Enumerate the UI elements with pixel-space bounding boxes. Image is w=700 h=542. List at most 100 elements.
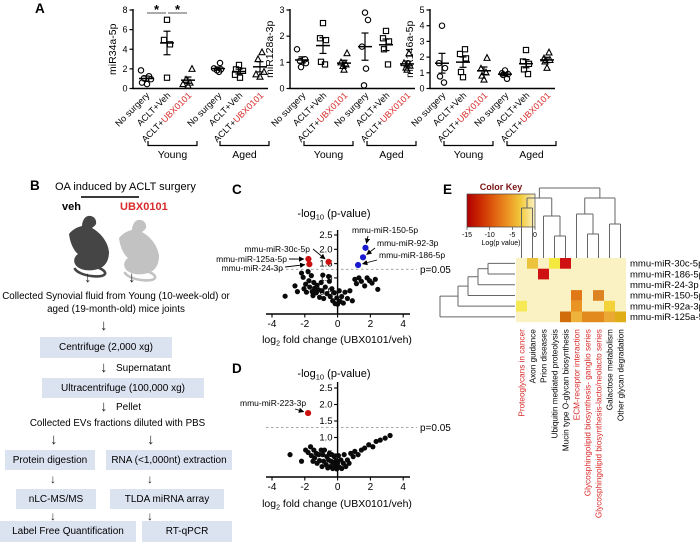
svg-text:Ubiquitin mediated proteolysis: Ubiquitin mediated proteolysis xyxy=(551,329,560,438)
down-arrow-icon: ↓ xyxy=(84,269,92,286)
svg-text:2.5: 2.5 xyxy=(319,230,332,241)
svg-text:Aged: Aged xyxy=(232,149,257,161)
down-arrow-icon: ↓ xyxy=(50,431,58,448)
svg-text:0: 0 xyxy=(533,232,537,239)
veh-label: veh xyxy=(62,201,81,213)
svg-text:mmu-miR-30c-5p: mmu-miR-30c-5p xyxy=(244,244,310,254)
rt-qpcr-step: RT-qPCR xyxy=(142,521,232,542)
svg-text:4: 4 xyxy=(122,44,127,54)
svg-text:-4: -4 xyxy=(268,482,277,493)
down-arrow-icon: ↓ xyxy=(100,359,108,376)
svg-text:4: 4 xyxy=(400,482,406,493)
svg-text:mmu-miR-186-5p: mmu-miR-186-5p xyxy=(630,269,700,280)
flowchart-title: OA induced by ACLT surgery xyxy=(55,181,196,193)
evs-fractions-text: Collected EVs fractions diluted with PBS xyxy=(29,418,206,429)
protein-digestion-step: Protein digestion xyxy=(5,450,95,470)
down-arrow-icon: ↓ xyxy=(100,317,108,334)
pellet-label: Pellet xyxy=(116,402,142,413)
svg-text:Proteoglycans in cancer: Proteoglycans in cancer xyxy=(518,329,527,417)
svg-text:Mucin type O-glycan biosynthes: Mucin type O-glycan biosynthesis xyxy=(562,329,571,451)
svg-text:2.0: 2.0 xyxy=(319,244,332,255)
tlda-mirna-array-step: TLDA miRNA array xyxy=(110,489,224,509)
svg-text:-5: -5 xyxy=(509,232,515,239)
svg-text:Young: Young xyxy=(158,149,188,161)
title-underline xyxy=(81,196,139,198)
down-arrow-icon: ↓ xyxy=(100,398,108,415)
panel-label-b: B xyxy=(30,178,40,193)
svg-text:mmu-miR-223-3p: mmu-miR-223-3p xyxy=(240,398,306,408)
svg-text:0: 0 xyxy=(122,84,127,94)
svg-text:mmu-miR-30c-5p: mmu-miR-30c-5p xyxy=(630,259,700,270)
svg-text:miR34a-5p: miR34a-5p xyxy=(107,23,119,75)
supernatant-label: Supernatant xyxy=(116,363,171,374)
panel-c-volcano-plot: -log10 (p-value)p=0.050.51.01.52.02.5-4-… xyxy=(216,208,451,348)
svg-text:p=0.05: p=0.05 xyxy=(420,265,451,276)
svg-text:Galactose metabolism: Galactose metabolism xyxy=(606,329,615,410)
down-arrow-icon: ↓ xyxy=(147,509,153,523)
svg-text:Other glycan degradation: Other glycan degradation xyxy=(617,329,626,421)
svg-text:8: 8 xyxy=(122,5,127,15)
ubx0101-mouse-icon xyxy=(119,219,159,282)
svg-text:mmu-miR-150-5p: mmu-miR-150-5p xyxy=(630,291,700,302)
svg-text:mmu-miR-125a-5p: mmu-miR-125a-5p xyxy=(216,254,287,264)
svg-text:0: 0 xyxy=(419,84,424,94)
ultracentrifuge-step: Ultracentrifuge (100,000 xg) xyxy=(42,378,204,398)
panel-label-a: A xyxy=(35,1,45,16)
svg-text:mmu-miR-92a-3p: mmu-miR-92a-3p xyxy=(630,301,700,312)
svg-text:mmu-miR-125a-5p: mmu-miR-125a-5p xyxy=(630,312,700,323)
svg-text:2.0: 2.0 xyxy=(319,400,332,411)
ubx0101-label: UBX0101 xyxy=(120,201,168,213)
svg-text:5: 5 xyxy=(419,5,424,15)
svg-text:1.5: 1.5 xyxy=(319,416,332,427)
rna-extraction-step: RNA (<1,000nt) extraction xyxy=(106,450,232,470)
svg-text:mmu-miR-186-5p: mmu-miR-186-5p xyxy=(379,250,445,260)
svg-text:-2: -2 xyxy=(300,482,309,493)
svg-text:3: 3 xyxy=(279,5,284,15)
svg-text:Young: Young xyxy=(314,149,344,161)
nlc-msms-step: nLC-MS/MS xyxy=(16,489,96,509)
panel-label-e: E xyxy=(443,182,453,197)
svg-text:Young: Young xyxy=(454,149,484,161)
svg-text:4: 4 xyxy=(419,21,424,31)
svg-text:Aged: Aged xyxy=(519,149,544,161)
down-arrow-icon: ↓ xyxy=(50,509,56,523)
svg-text:2: 2 xyxy=(368,319,374,330)
down-arrow-icon: ↓ xyxy=(147,472,153,486)
svg-text:2.5: 2.5 xyxy=(319,383,332,394)
svg-text:Axon guidance: Axon guidance xyxy=(529,329,538,384)
svg-text:0: 0 xyxy=(335,482,341,493)
svg-text:*: * xyxy=(175,2,181,17)
svg-text:Aged: Aged xyxy=(379,149,404,161)
svg-text:log2 fold change (UBX0101/veh): log2 fold change (UBX0101/veh) xyxy=(262,334,412,348)
svg-text:2: 2 xyxy=(419,52,424,62)
svg-text:Prion diseases: Prion diseases xyxy=(540,329,549,383)
svg-text:2: 2 xyxy=(279,31,284,41)
centrifuge-step: Centrifuge (2,000 xg) xyxy=(40,337,172,358)
svg-text:-4: -4 xyxy=(268,319,277,330)
down-arrow-icon: ↓ xyxy=(128,269,136,286)
panel-label-d: D xyxy=(232,361,242,376)
svg-text:2: 2 xyxy=(368,482,374,493)
svg-text:-log10 (p-value): -log10 (p-value) xyxy=(297,208,370,222)
panel-label-c: C xyxy=(232,182,242,197)
svg-text:0: 0 xyxy=(335,319,341,330)
svg-text:-log10 (p-value): -log10 (p-value) xyxy=(297,368,370,382)
down-arrow-icon: ↓ xyxy=(147,431,155,448)
svg-text:1.0: 1.0 xyxy=(319,433,332,444)
svg-text:1: 1 xyxy=(419,68,424,78)
svg-text:-10: -10 xyxy=(485,232,495,239)
svg-text:mmu-miR-24-3p: mmu-miR-24-3p xyxy=(630,280,699,291)
svg-text:6: 6 xyxy=(122,25,127,35)
svg-text:2: 2 xyxy=(122,64,127,74)
svg-text:ECM-receptor interaction: ECM-receptor interaction xyxy=(573,329,582,420)
svg-text:Glycosphingolipid biosynthesis: Glycosphingolipid biosynthesis-lacto/neo… xyxy=(595,329,604,518)
svg-text:log2 fold change (UBX0101/veh): log2 fold change (UBX0101/veh) xyxy=(262,498,412,512)
svg-text:miR146a-5p: miR146a-5p xyxy=(404,20,416,77)
svg-text:-15: -15 xyxy=(462,232,472,239)
collect-synovial-text: Collected Synovial fluid from Young (10-… xyxy=(2,291,230,315)
svg-text:1.0: 1.0 xyxy=(319,273,332,284)
svg-text:4: 4 xyxy=(400,319,406,330)
